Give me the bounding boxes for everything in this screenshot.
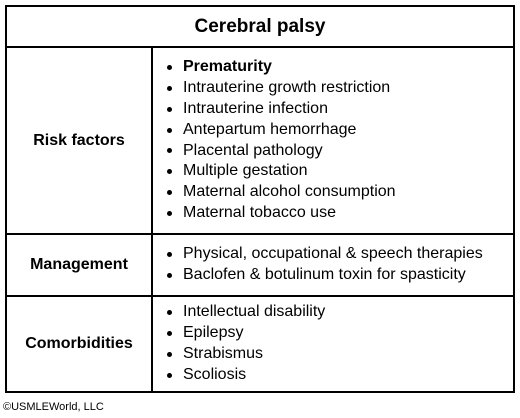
list-item-text: Intrauterine infection	[183, 99, 328, 117]
table-title: Cerebral palsy	[7, 7, 513, 48]
copyright-notice: ©USMLEWorld, LLC	[3, 401, 104, 413]
bullet-icon	[167, 210, 172, 216]
list-item-text: Baclofen & botulinum toxin for spasticit…	[183, 266, 466, 283]
list-item-text: Strabismus	[183, 345, 264, 362]
table-row-management: Management Physical, occupational & spee…	[7, 235, 513, 297]
list-item: Antepartum hemorrhage	[165, 120, 513, 141]
bullet-icon	[167, 148, 172, 154]
management-list: Physical, occupational & speech therapie…	[153, 235, 513, 295]
bullet-icon	[167, 252, 172, 258]
table-row-comorbidities: Comorbidities Intellectual disability Ep…	[7, 297, 513, 391]
list-item: Strabismus	[165, 344, 513, 365]
bullet-icon	[167, 331, 172, 337]
list-item-text: Placental pathology	[183, 141, 323, 159]
list-item-text: Prematurity	[183, 58, 272, 76]
table-row-risk-factors: Risk factors Prematurity Intrauterine gr…	[7, 48, 513, 235]
list-item: Physical, occupational & speech therapie…	[165, 244, 513, 265]
list-item-text: Maternal tobacco use	[183, 203, 336, 221]
bullet-icon	[167, 127, 172, 133]
list-item: Scoliosis	[165, 365, 513, 386]
list-item: Placental pathology	[165, 141, 513, 162]
comorbidities-list: Intellectual disability Epilepsy Strabis…	[153, 297, 513, 391]
risk-factors-list: Prematurity Intrauterine growth restrict…	[153, 48, 513, 233]
list-item: Maternal tobacco use	[165, 203, 513, 224]
list-item-text: Intellectual disability	[183, 303, 326, 321]
list-item: Maternal alcohol consumption	[165, 182, 513, 203]
bullet-icon	[167, 65, 172, 71]
row-label-management: Management	[7, 235, 153, 295]
list-item-text: Intrauterine growth restriction	[183, 79, 391, 97]
list-item: Intrauterine infection	[165, 99, 513, 120]
list-item: Baclofen & botulinum toxin for spasticit…	[165, 265, 513, 286]
bullet-icon	[167, 106, 172, 112]
list-item-text: Physical, occupational & speech therapie…	[183, 245, 483, 263]
row-label-risk-factors: Risk factors	[7, 48, 153, 233]
list-item: Intellectual disability	[165, 302, 513, 323]
list-item: Multiple gestation	[165, 161, 513, 182]
list-item-text: Multiple gestation	[183, 162, 308, 180]
list-item: Intrauterine growth restriction	[165, 78, 513, 99]
bullet-icon	[167, 86, 172, 91]
list-item-text: Scoliosis	[183, 365, 247, 383]
bullet-icon	[167, 272, 172, 278]
bullet-icon	[167, 351, 172, 357]
bullet-icon	[167, 372, 172, 378]
list-item-text: Epilepsy	[183, 324, 244, 342]
bullet-icon	[167, 169, 172, 175]
list-item-text: Maternal alcohol consumption	[183, 183, 396, 201]
list-item: Prematurity	[165, 57, 513, 78]
bullet-icon	[167, 189, 172, 195]
cerebral-palsy-table: Cerebral palsy Risk factors Prematurity …	[5, 5, 515, 393]
row-label-comorbidities: Comorbidities	[7, 297, 153, 391]
list-item-text: Antepartum hemorrhage	[183, 120, 357, 138]
bullet-icon	[167, 310, 172, 316]
list-item: Epilepsy	[165, 323, 513, 344]
